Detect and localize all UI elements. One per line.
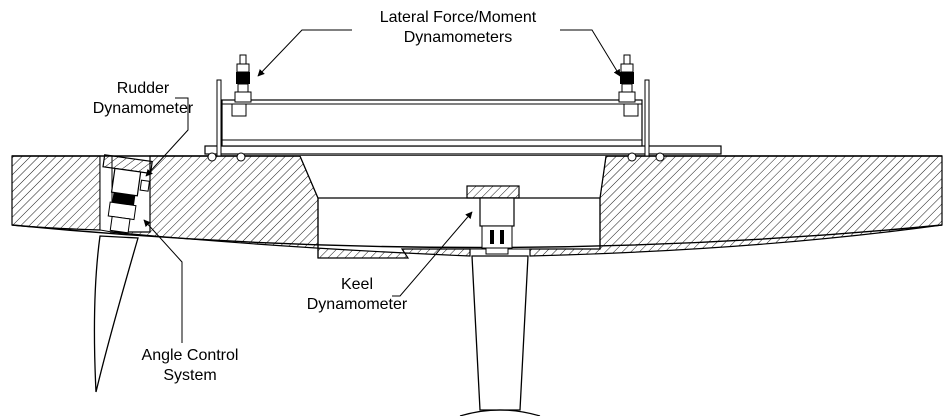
keel-fin xyxy=(471,255,529,411)
rudder-blade xyxy=(93,235,139,393)
rudder-dynamometer xyxy=(102,154,153,234)
lateral-label-line1: Lateral Force/Moment xyxy=(379,9,537,26)
lateral-label-line2: Dynamometers xyxy=(403,29,513,46)
lateral-dynamometers-label: Lateral Force/Moment Dynamometers xyxy=(310,8,606,48)
leader-lines xyxy=(143,29,621,343)
right-lateral-dynamometer xyxy=(618,54,636,103)
keel-dynamometer xyxy=(466,185,520,255)
left-lateral-dynamometer xyxy=(234,54,252,103)
angle-label-line2: System xyxy=(163,367,217,384)
rudder-label-line1: Rudder xyxy=(116,80,170,97)
keel-dynamometer-label: Keel Dynamometer xyxy=(292,275,422,315)
angle-control-label: Angle Control System xyxy=(110,346,270,386)
leader-left-lateral xyxy=(257,29,352,77)
leader-right-lateral xyxy=(560,29,621,77)
rudder-label-line2: Dynamometer xyxy=(92,100,194,117)
center-well xyxy=(299,155,607,258)
top-frame xyxy=(204,79,722,162)
keel-bulb xyxy=(459,409,541,416)
rudder-dynamometer-label: Rudder Dynamometer xyxy=(78,79,208,119)
keel-label-line2: Dynamometer xyxy=(306,296,408,313)
angle-label-line1: Angle Control xyxy=(141,347,239,364)
hull-section xyxy=(11,155,943,259)
leader-rudder xyxy=(145,97,189,177)
leader-keel xyxy=(392,211,473,297)
keel-label-line1: Keel xyxy=(340,276,374,293)
leader-angle-control xyxy=(143,219,183,343)
